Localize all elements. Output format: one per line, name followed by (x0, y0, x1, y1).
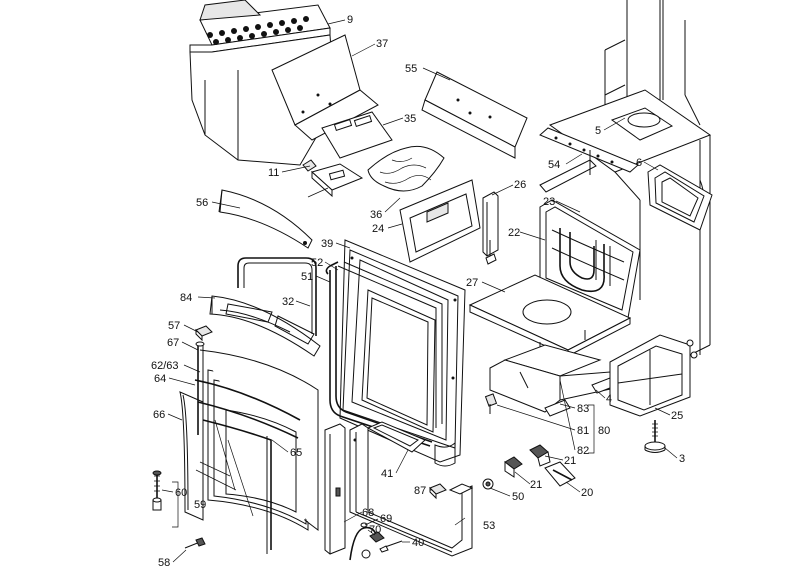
part-32-hood-rod (237, 257, 317, 336)
label-5: 5 (595, 125, 601, 137)
part-53-lower-frame (349, 423, 474, 557)
label-51: 51 (301, 271, 313, 283)
label-57: 57 (168, 320, 180, 332)
label-59: 59 (194, 499, 206, 511)
part-54-rail (539, 127, 639, 193)
part-39-door-frame (339, 239, 466, 467)
part-64-door-bars (194, 379, 301, 554)
label-23: 23 (543, 196, 555, 208)
part-57-latch (195, 325, 213, 342)
part-65-door-face (195, 349, 319, 532)
label-21a: 21 (564, 455, 576, 467)
label-67: 67 (167, 337, 179, 349)
label-68: 68 (362, 507, 374, 519)
part-24-side-panel (399, 179, 481, 263)
label-60: 60 (175, 487, 187, 499)
label-32: 32 (282, 296, 294, 308)
label-65: 65 (290, 447, 302, 459)
part-55-rear-bracket (421, 71, 528, 159)
part-20-21-valves (482, 444, 576, 490)
label-50: 50 (512, 491, 524, 503)
part-67-hinge-rod (195, 341, 205, 435)
part-35-plate (321, 111, 393, 159)
label-24: 24 (372, 223, 384, 235)
label-80: 80 (598, 425, 610, 437)
label-69: 69 (380, 513, 392, 525)
part-84-hood-shelf (209, 295, 321, 357)
label-36: 36 (370, 209, 382, 221)
label-4: 4 (606, 393, 612, 405)
label-37: 37 (376, 38, 388, 50)
label-87: 87 (414, 485, 426, 497)
label-35: 35 (404, 113, 416, 125)
part-41-handle-plate (366, 421, 426, 453)
label-3: 3 (679, 453, 685, 465)
label-84: 84 (180, 292, 192, 304)
part-25-ash-grille (609, 334, 698, 417)
part-3-leg-bolt (644, 420, 666, 453)
label-9: 9 (347, 14, 353, 26)
label-39: 39 (321, 238, 333, 250)
label-54: 54 (548, 159, 560, 171)
part-80-ash-pan-assembly (484, 344, 616, 417)
part-26-pillar (482, 191, 499, 265)
label-20: 20 (581, 487, 593, 499)
part-51-52-door-seals (325, 261, 443, 447)
label-53: 53 (483, 520, 495, 532)
part-11-clip (302, 159, 364, 198)
leader-lines (161, 19, 678, 563)
label-56: 56 (196, 197, 208, 209)
part-58-screw (184, 537, 206, 549)
part-69-70-40-fixings (349, 522, 403, 561)
label-25: 25 (671, 410, 683, 422)
label-64: 64 (154, 373, 166, 385)
label-83: 83 (577, 403, 589, 415)
label-81: 81 (577, 425, 589, 437)
part-87-connector (429, 483, 447, 500)
part-68-side-strip (324, 423, 346, 555)
label-70: 70 (369, 524, 381, 536)
label-40: 40 (412, 537, 424, 549)
label-66: 66 (153, 409, 165, 421)
part-59-60-hinge-pin (152, 470, 162, 511)
label-55: 55 (405, 63, 417, 75)
part-36-insulation (367, 145, 445, 192)
part-37-baffle-plate (271, 34, 379, 141)
label-26: 26 (514, 179, 526, 191)
label-6: 6 (636, 157, 642, 169)
part-6-flue-plate (647, 164, 713, 231)
label-21b: 21 (530, 479, 542, 491)
label-52: 52 (311, 257, 323, 269)
label-22: 22 (508, 227, 520, 239)
part-labels: 9 37 55 35 5 54 6 11 26 23 56 36 24 39 2… (151, 14, 685, 569)
label-62-63: 62/63 (151, 360, 179, 372)
part-56-arc-deflector (218, 189, 313, 249)
label-27: 27 (466, 277, 478, 289)
label-11: 11 (268, 167, 279, 179)
label-58: 58 (158, 557, 170, 566)
label-41: 41 (381, 468, 393, 480)
label-82: 82 (577, 445, 589, 457)
